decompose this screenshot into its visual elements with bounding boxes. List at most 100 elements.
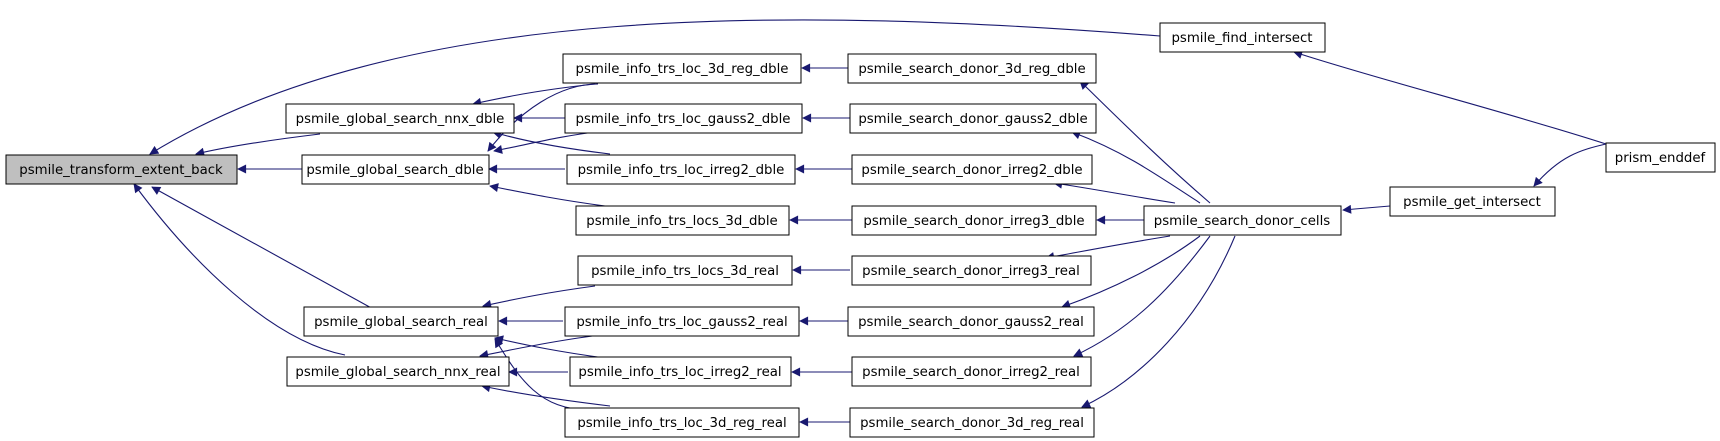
node-psmile-info-trs-locs-3d-dble[interactable]: psmile_info_trs_locs_3d_dble [575, 205, 790, 236]
node-box [847, 53, 1097, 84]
node-label: psmile_find_intersect [1171, 31, 1312, 46]
node-psmile-info-trs-loc-gauss2-real[interactable]: psmile_info_trs_loc_gauss2_real [564, 306, 800, 337]
edge-info-gauss2-dble-to-gs-dble [493, 130, 604, 154]
edge-get-intersect-to-sdc [1342, 204, 1391, 214]
node-label: psmile_search_donor_cells [1154, 214, 1330, 229]
node-label: psmile_search_donor_irreg2_real [862, 365, 1080, 380]
node-label: psmile_get_intersect [1403, 195, 1541, 210]
node-label: psmile_search_donor_gauss2_dble [858, 112, 1087, 127]
node-box [564, 407, 800, 438]
edge-sdc-to-sd-gauss2-real [1061, 235, 1201, 309]
node-psmile-global-search-nnx-real[interactable]: psmile_global_search_nnx_real [286, 356, 510, 387]
node-box [849, 407, 1095, 438]
node-psmile-search-donor-irreg3-dble[interactable]: psmile_search_donor_irreg3_dble [851, 205, 1097, 236]
edge-info-gauss2-real-to-gs-nnx-real [479, 334, 601, 359]
edge-gs-nnx-real-to-root [133, 183, 346, 356]
node-box [301, 154, 490, 185]
edge-info-locs-3d-dble-to-gs-dble [489, 183, 606, 207]
nodes: psmile_transform_extent_back psmile_glob… [5, 22, 1716, 438]
node-psmile-global-search-nnx-dble[interactable]: psmile_global_search_nnx_dble [285, 103, 515, 134]
edge-info-locs-3d-real-to-gs-real [482, 285, 596, 309]
node-box [564, 103, 803, 134]
node-psmile-search-donor-3d-reg-dble[interactable]: psmile_search_donor_3d_reg_dble [847, 53, 1097, 84]
node-box [577, 255, 793, 286]
edge-info-irreg2-real-to-gs-real [494, 335, 606, 359]
node-box [569, 356, 792, 387]
node-label: psmile_global_search_dble [306, 163, 483, 178]
edge-sdc-to-sd-irreg2-dble [1053, 179, 1176, 204]
edge-info-3d-reg-real-to-gs-nnx-real [481, 383, 611, 407]
node-label: psmile_transform_extent_back [19, 163, 223, 178]
node-label: psmile_info_trs_loc_3d_reg_dble [576, 62, 789, 77]
node-box [1605, 142, 1716, 173]
node-psmile-info-trs-loc-irreg2-dble[interactable]: psmile_info_trs_loc_irreg2_dble [566, 154, 796, 185]
node-box [851, 255, 1092, 286]
node-psmile-search-donor-gauss2-dble[interactable]: psmile_search_donor_gauss2_dble [849, 103, 1097, 134]
edge-enddef-to-find-intersect [1293, 50, 1607, 145]
edge-gs-real-to-root [151, 186, 376, 311]
node-psmile-get-intersect[interactable]: psmile_get_intersect [1389, 186, 1556, 217]
node-label: psmile_search_donor_3d_reg_real [860, 416, 1084, 431]
node-box [285, 103, 515, 134]
node-box [303, 306, 499, 337]
node-box [1143, 205, 1342, 236]
edge-info-irreg2-dble-to-gs-nnx-dble [492, 129, 611, 155]
node-psmile-info-trs-loc-gauss2-dble[interactable]: psmile_info_trs_loc_gauss2_dble [564, 103, 803, 134]
node-box [575, 205, 790, 236]
node-psmile-search-donor-gauss2-real[interactable]: psmile_search_donor_gauss2_real [847, 306, 1095, 337]
node-box [851, 356, 1092, 387]
node-label: prism_enddef [1615, 151, 1706, 166]
edge-sdc-to-sd-irreg2-real [1073, 235, 1211, 357]
edge-enddef-to-get-intersect [1533, 143, 1607, 187]
edge-find-intersect-to-root [149, 19, 1161, 155]
node-label: psmile_search_donor_gauss2_real [858, 315, 1084, 330]
node-label: psmile_info_trs_loc_gauss2_dble [576, 112, 791, 127]
node-label: psmile_global_search_nnx_real [295, 365, 500, 380]
edge-sdc-to-sd-irreg3-real [1045, 235, 1171, 261]
edge-info-3d-reg-dble-to-gs-dble [487, 83, 599, 152]
node-psmile-info-trs-locs-3d-real[interactable]: psmile_info_trs_locs_3d_real [577, 255, 793, 286]
node-label: psmile_search_donor_3d_reg_dble [858, 62, 1085, 77]
node-label: psmile_info_trs_loc_irreg2_real [578, 365, 781, 380]
edge-gs-nnx-dble-to-root [195, 133, 321, 157]
edge-sdc-to-sd-3d-reg-real [1081, 235, 1236, 408]
node-psmile-global-search-dble[interactable]: psmile_global_search_dble [301, 154, 490, 185]
node-box [5, 154, 238, 185]
node-psmile-global-search-real[interactable]: psmile_global_search_real [303, 306, 499, 337]
node-box [1159, 22, 1326, 53]
node-label: psmile_search_donor_irreg3_real [862, 264, 1080, 279]
node-label: psmile_search_donor_irreg2_dble [861, 163, 1082, 178]
edge-sdc-to-sd-3d-reg-dble [1079, 80, 1211, 204]
node-psmile-info-trs-loc-3d-reg-dble[interactable]: psmile_info_trs_loc_3d_reg_dble [562, 53, 802, 84]
node-label: psmile_info_trs_loc_irreg2_dble [578, 163, 785, 178]
node-psmile-find-intersect[interactable]: psmile_find_intersect [1159, 22, 1326, 53]
node-box [847, 306, 1095, 337]
node-box [849, 103, 1097, 134]
node-box [851, 205, 1097, 236]
edge-sdc-to-sd-gauss2-dble [1071, 130, 1201, 204]
node-box [564, 306, 800, 337]
node-psmile-transform-extent-back[interactable]: psmile_transform_extent_back [5, 154, 238, 185]
node-prism-enddef[interactable]: prism_enddef [1605, 142, 1716, 173]
node-box [851, 154, 1093, 185]
node-label: psmile_info_trs_loc_gauss2_real [576, 315, 787, 330]
node-psmile-search-donor-3d-reg-real[interactable]: psmile_search_donor_3d_reg_real [849, 407, 1095, 438]
node-label: psmile_info_trs_locs_3d_real [591, 264, 779, 279]
node-box [566, 154, 796, 185]
node-psmile-info-trs-loc-3d-reg-real[interactable]: psmile_info_trs_loc_3d_reg_real [564, 407, 800, 438]
node-psmile-search-donor-irreg2-real[interactable]: psmile_search_donor_irreg2_real [851, 356, 1092, 387]
node-box [286, 356, 510, 387]
node-label: psmile_global_search_real [314, 315, 488, 330]
node-box [1389, 186, 1556, 217]
node-label: psmile_global_search_nnx_dble [296, 112, 505, 127]
node-label: psmile_search_donor_irreg3_dble [863, 214, 1084, 229]
edges [133, 19, 1607, 427]
node-label: psmile_info_trs_locs_3d_dble [586, 214, 777, 229]
node-psmile-search-donor-irreg3-real[interactable]: psmile_search_donor_irreg3_real [851, 255, 1092, 286]
node-psmile-search-donor-cells[interactable]: psmile_search_donor_cells [1143, 205, 1342, 236]
node-box [562, 53, 802, 84]
node-psmile-info-trs-loc-irreg2-real[interactable]: psmile_info_trs_loc_irreg2_real [569, 356, 792, 387]
node-psmile-search-donor-irreg2-dble[interactable]: psmile_search_donor_irreg2_dble [851, 154, 1093, 185]
node-label: psmile_info_trs_loc_3d_reg_real [577, 416, 786, 431]
